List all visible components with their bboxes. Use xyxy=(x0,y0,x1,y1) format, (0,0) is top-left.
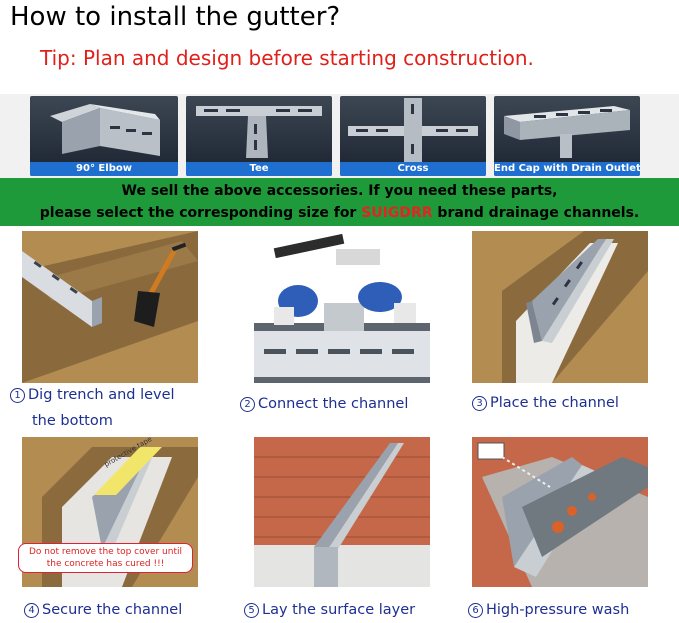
notice-line-2: please select the corresponding size for… xyxy=(0,202,679,224)
accessory-label: End Cap with Drain Outlet xyxy=(494,162,640,176)
accessories-notice: We sell the above accessories. If you ne… xyxy=(0,178,679,226)
accessory-tee: Tee xyxy=(186,96,332,176)
end-cap-illustration xyxy=(504,106,630,158)
step-5-image xyxy=(254,437,430,587)
notice-line-2-after: brand drainage channels. xyxy=(432,205,640,221)
notice-line-2-before: please select the corresponding size for xyxy=(39,205,362,221)
elbow-illustration xyxy=(50,104,160,156)
accessory-label: Tee xyxy=(186,162,332,176)
tip-text: Tip: Plan and design before starting con… xyxy=(40,46,534,70)
accessory-label: Cross xyxy=(340,162,486,176)
accessory-elbow: 90° Elbow xyxy=(30,96,178,176)
accessory-cross: Cross xyxy=(340,96,486,176)
cross-illustration xyxy=(348,98,478,162)
warning-line-1: Do not remove the top cover until xyxy=(29,547,182,557)
notice-line-1: We sell the above accessories. If you ne… xyxy=(121,183,558,199)
step-3-image xyxy=(472,231,648,383)
step-6-image xyxy=(472,437,648,587)
warning-note: Do not remove the top cover until the co… xyxy=(18,543,193,573)
page-title: How to install the gutter? xyxy=(10,2,341,32)
step-1-caption-line-2: the bottom xyxy=(32,413,113,429)
step-2-image xyxy=(254,231,430,383)
step-1-image xyxy=(22,231,198,383)
accessory-label: 90° Elbow xyxy=(30,162,178,176)
brand-name: SUIGDRR xyxy=(361,205,433,221)
tee-illustration xyxy=(196,106,322,158)
accessory-end-cap: End Cap with Drain Outlet xyxy=(494,96,640,176)
warning-line-2: the concrete has cured !!! xyxy=(46,559,165,569)
